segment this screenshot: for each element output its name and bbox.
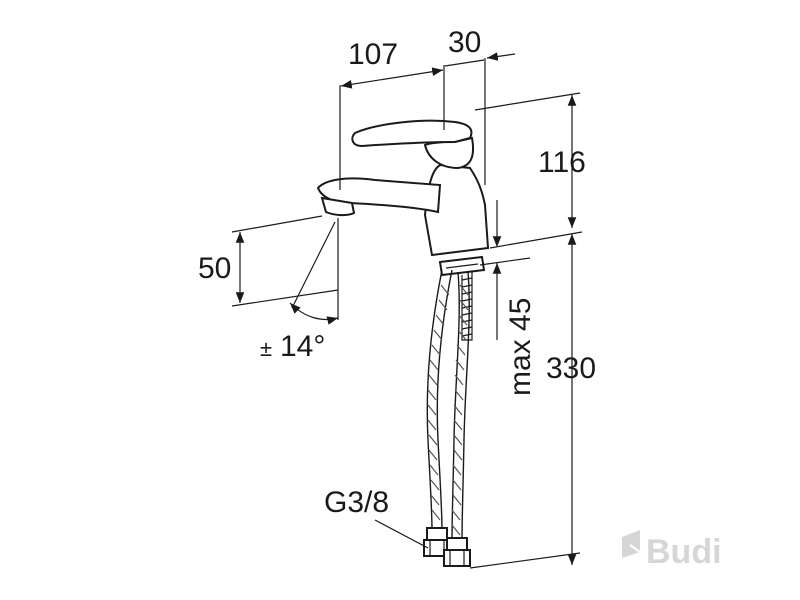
dimension-max-deck xyxy=(479,200,531,340)
faucet-body xyxy=(316,119,490,341)
flexible-hoses xyxy=(423,269,471,567)
dimension-spout-height xyxy=(231,215,339,307)
label-top-height: 116 xyxy=(538,146,586,179)
label-spout-height: 50 xyxy=(198,252,231,285)
dimension-swivel-angle xyxy=(289,218,339,325)
dimension-spout-reach xyxy=(339,65,445,190)
label-swivel-angle: 14° xyxy=(280,330,325,363)
dimension-top-height xyxy=(474,92,581,228)
hose-connector-right xyxy=(443,537,471,567)
label-swivel-sign: ± xyxy=(260,336,272,361)
dimension-handle-offset xyxy=(444,52,516,185)
watermark: Budi xyxy=(622,530,722,571)
label-thread: G3/8 xyxy=(324,486,389,519)
mounting-stud xyxy=(461,272,473,341)
label-spout-reach: 107 xyxy=(348,38,398,71)
budi-logo-icon xyxy=(622,530,641,558)
thread-leader-line xyxy=(374,519,429,549)
deck-line xyxy=(489,231,583,249)
label-max-deck: max 45 xyxy=(504,298,537,396)
label-hose-length: 330 xyxy=(546,352,596,385)
label-handle-offset: 30 xyxy=(448,26,481,59)
watermark-brand: Budi xyxy=(646,533,722,571)
dimension-hose-length xyxy=(469,234,581,569)
